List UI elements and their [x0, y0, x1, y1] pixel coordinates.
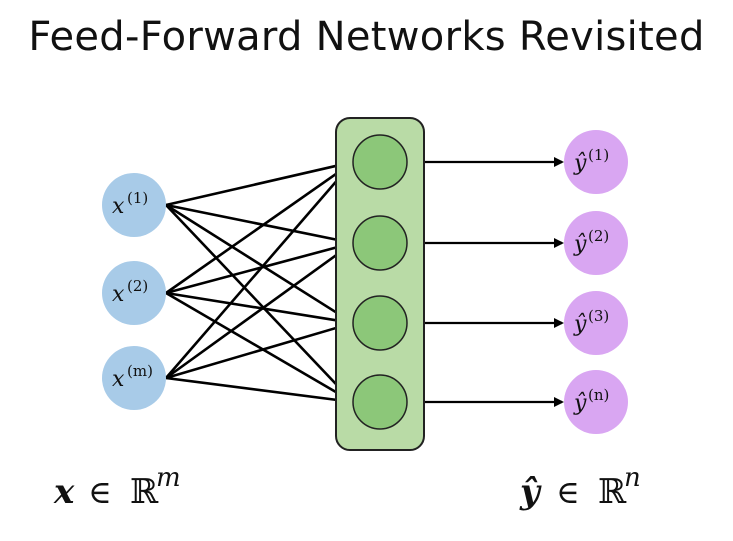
edge-input-1-hidden-3 — [165, 203, 354, 324]
output-node-label: ŷ — [573, 312, 587, 337]
element-of-symbol: ∈ — [88, 473, 112, 511]
page-title: Feed-Forward Networks Revisited — [28, 14, 705, 60]
input-node-label: x — [112, 194, 125, 219]
input-node-label: x — [112, 282, 125, 307]
output-node-3 — [564, 291, 628, 355]
edge-input-2-hidden-2 — [165, 240, 353, 295]
edge-input-1-hidden-4 — [165, 204, 353, 402]
edge-input-3-hidden-2 — [165, 243, 354, 380]
output-node-1 — [564, 130, 628, 194]
output-space-label: ŷ ∈ ℝ n — [519, 463, 641, 512]
input-node-superscript: (2) — [127, 277, 148, 295]
input-vector-symbol: x — [53, 472, 75, 512]
edge-input-3-hidden-3 — [165, 321, 353, 380]
edge-input-2-hidden-1 — [165, 161, 353, 295]
output-node-superscript: (3) — [588, 307, 609, 325]
input-node-label: x — [112, 367, 125, 392]
output-vector-symbol: ŷ — [519, 472, 542, 512]
hidden-node-4 — [352, 374, 408, 430]
output-node-2 — [564, 211, 628, 275]
nodes-layer — [102, 130, 628, 434]
real-numbers-symbol: ℝ — [130, 472, 159, 512]
edge-input-1-hidden-2 — [165, 203, 354, 246]
output-node-superscript: (n) — [588, 386, 609, 404]
input-dimension: m — [156, 463, 181, 493]
edge-input-1-hidden-1 — [165, 159, 354, 207]
real-numbers-symbol: ℝ — [598, 472, 627, 512]
input-space-label: x ∈ ℝ m — [53, 463, 181, 512]
hidden-node-3 — [352, 295, 408, 351]
labels-layer: x(1)x(2)x(m)ŷ(1)ŷ(2)ŷ(3)ŷ(n) — [112, 146, 609, 416]
hidden-layer-box — [335, 117, 425, 451]
edges-layer — [165, 157, 564, 407]
output-node-4 — [564, 370, 628, 434]
hidden-node-2 — [352, 215, 408, 271]
output-node-label: ŷ — [573, 151, 587, 176]
input-node-superscript: (m) — [127, 362, 153, 380]
input-node-superscript: (1) — [127, 189, 148, 207]
input-node-2 — [102, 261, 166, 325]
hidden-node-1 — [352, 134, 408, 190]
output-node-superscript: (2) — [588, 227, 609, 245]
edge-input-2-hidden-4 — [165, 291, 353, 403]
output-node-label: ŷ — [573, 232, 587, 257]
input-node-1 — [102, 173, 166, 237]
output-node-superscript: (1) — [588, 146, 609, 164]
element-of-symbol: ∈ — [556, 473, 580, 511]
output-dimension: n — [624, 463, 641, 493]
output-node-label: ŷ — [573, 391, 587, 416]
input-node-3 — [102, 346, 166, 410]
edge-input-3-hidden-1 — [165, 161, 354, 379]
edge-input-3-hidden-4 — [165, 376, 353, 406]
edge-input-2-hidden-3 — [165, 291, 353, 327]
